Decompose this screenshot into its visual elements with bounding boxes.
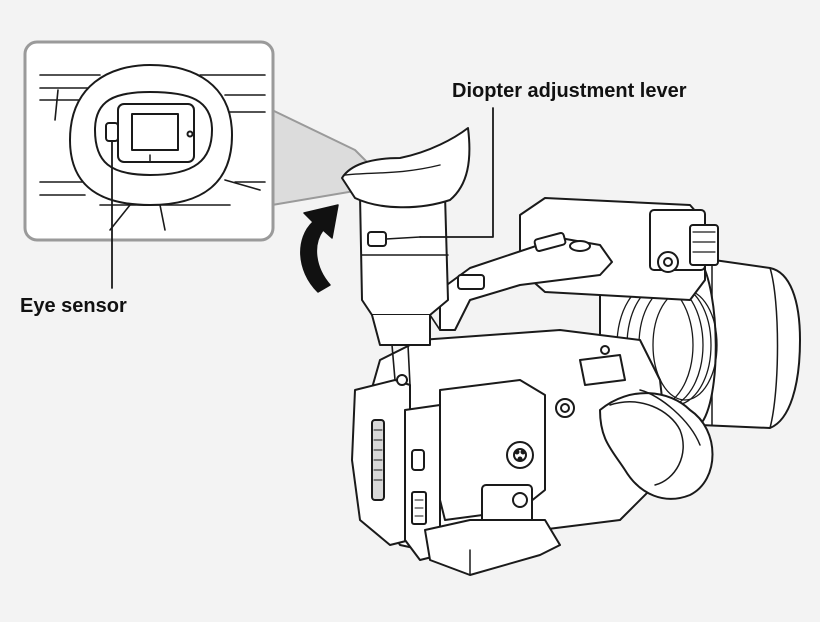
- inset-small-dot: [186, 130, 194, 138]
- diopter-lever: [367, 231, 387, 247]
- diopter-adjustment-lever-label: Diopter adjustment lever: [452, 80, 687, 102]
- inset-eyepiece-glass: [131, 113, 179, 151]
- eye-sensor: [105, 122, 119, 142]
- camcorder: [341, 107, 801, 576]
- viewfinder-eyecup: [341, 127, 471, 209]
- battery-base: [424, 519, 561, 576]
- diopter-leader: [419, 107, 494, 238]
- eye-sensor-label: Eye sensor: [20, 295, 127, 317]
- inset-callout: [23, 40, 391, 289]
- curved-arrow-icon: [300, 204, 339, 293]
